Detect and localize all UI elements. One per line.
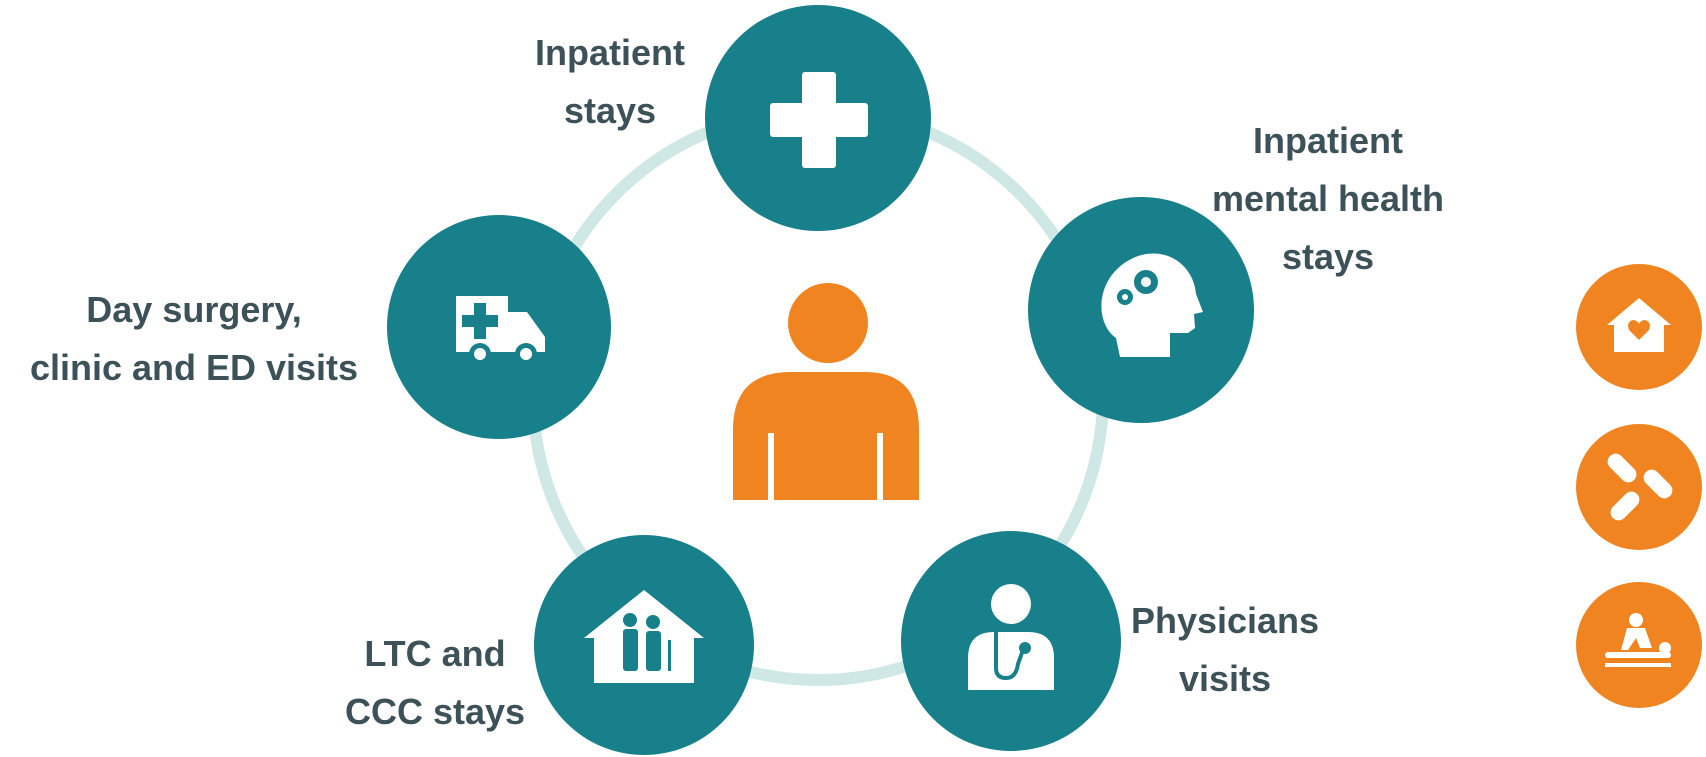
side-icon-therapy bbox=[1576, 582, 1702, 708]
label-mental-health-stays: Inpatient mental health stays bbox=[1211, 120, 1445, 277]
home-elderly-couple-icon bbox=[584, 590, 704, 683]
node-ltc-ccc-stays bbox=[534, 535, 754, 755]
medical-cross-icon bbox=[770, 72, 868, 168]
doctor-stethoscope-icon bbox=[968, 584, 1054, 690]
head-gears-icon bbox=[1101, 253, 1203, 357]
ambulance-icon bbox=[456, 296, 545, 365]
person-icon bbox=[733, 283, 919, 500]
node-physicians-visits bbox=[901, 531, 1121, 751]
node-mental-health-stays bbox=[1028, 197, 1254, 423]
label-physicians-visits: Physicians visits bbox=[1130, 600, 1320, 699]
house-heart-icon bbox=[1607, 298, 1671, 352]
side-icon-home-care bbox=[1576, 264, 1702, 390]
node-day-surgery bbox=[387, 215, 611, 439]
pills-icon bbox=[1607, 453, 1673, 521]
label-inpatient-stays: Inpatient stays bbox=[535, 32, 685, 131]
label-day-surgery: Day surgery, clinic and ED visits bbox=[29, 289, 359, 388]
side-icon-drugs bbox=[1576, 424, 1702, 550]
label-ltc-ccc-stays: LTC and CCC stays bbox=[344, 633, 526, 732]
massage-therapy-icon bbox=[1605, 613, 1671, 667]
node-inpatient-stays bbox=[705, 5, 931, 231]
